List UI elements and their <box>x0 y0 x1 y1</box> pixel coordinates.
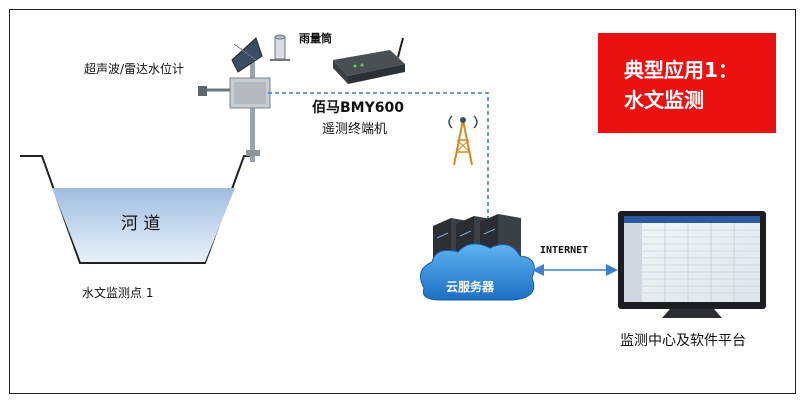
monitor-icon <box>618 211 766 318</box>
rtu-model-label: 佰马BMY600 <box>312 100 404 116</box>
monitoring-center-label: 监测中心及软件平台 <box>620 333 746 349</box>
banner-line-2: 水文监测 <box>624 88 704 112</box>
rain-gauge-label: 雨量筒 <box>299 32 332 45</box>
station-label: 水文监测点 1 <box>82 286 154 300</box>
rtu-desc-label: 遥测终端机 <box>322 122 388 137</box>
application-banner: 典型应用1： 水文监测 <box>598 33 776 133</box>
internet-label: INTERNET <box>540 245 589 256</box>
cloud-server-label: 云服务器 <box>446 280 495 294</box>
rtu-terminal-icon <box>333 37 405 84</box>
river-channel <box>20 155 250 264</box>
data-link <box>268 92 495 235</box>
water-level-sensor-icon <box>198 37 271 162</box>
ultrasonic-sensor-label: 超声波/雷达水位计 <box>84 62 185 76</box>
antenna-tower-icon <box>448 115 478 166</box>
cloud-icon <box>419 243 535 301</box>
rain-gauge-icon <box>270 34 290 61</box>
river-label: 河 道 <box>121 214 161 234</box>
banner-line-1: 典型应用1： <box>624 58 738 82</box>
